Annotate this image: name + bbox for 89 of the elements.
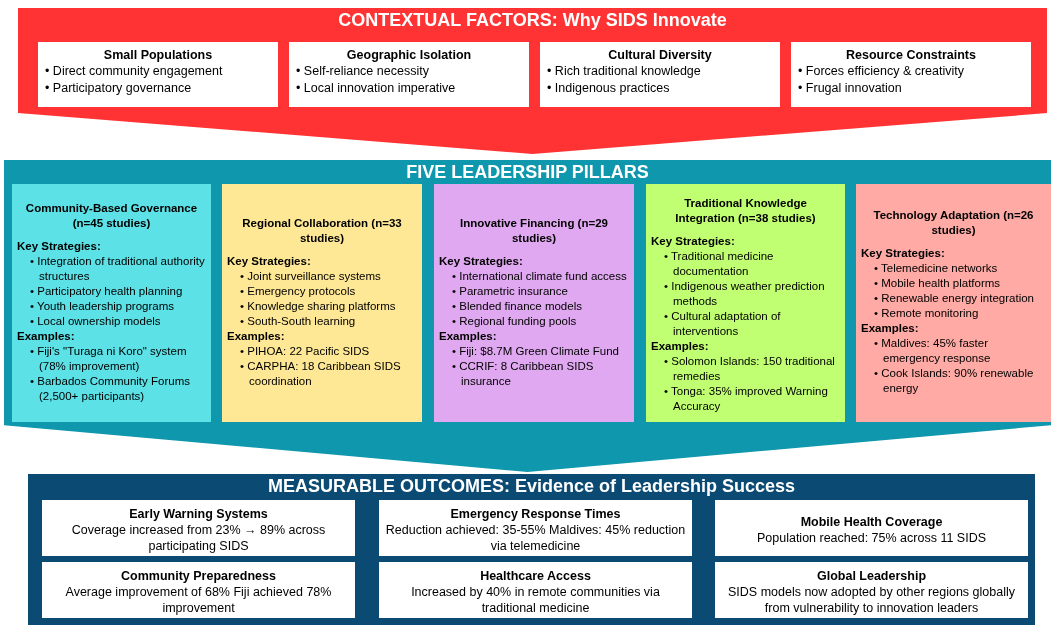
bullet-item: • Participatory health planning xyxy=(30,284,183,297)
bullet-item: • Youth leadership programs xyxy=(30,299,175,312)
bullet-item: • CCRIF: 8 Caribbean SIDS insurance xyxy=(452,359,594,387)
band-title: MEASURABLE OUTCOMES: Evidence of Leadership Success xyxy=(267,475,796,497)
card-heading: Community-Based Governance (n=45 studies) xyxy=(25,200,198,231)
card-heading: Cultural Diversity xyxy=(608,47,712,63)
bullet-item: • Participatory governance xyxy=(45,81,192,95)
bullet-item: • Fiji: $8.7M Green Climate Fund xyxy=(452,344,619,357)
bullet-item: • CARPHA: 18 Caribbean SIDS coordination xyxy=(240,359,401,387)
section-heading: Examples: xyxy=(861,322,919,334)
bullet-item: • Integration of traditional authority structures xyxy=(30,254,205,282)
bullet-item: • Forces efficiency & creativity xyxy=(798,64,964,78)
bullet-item: • Tonga: 35% improved Warning Accuracy xyxy=(664,385,828,412)
bullet-item: • Maldives: 45% faster emergency response xyxy=(874,337,991,364)
pillar-card xyxy=(856,184,1051,422)
outcome-text: Coverage increased from 23% → 89% across participating SIDS xyxy=(70,521,327,554)
card-heading: Emergency Response Times xyxy=(450,505,621,522)
outcome-card xyxy=(379,562,692,618)
bullet-item: • Telemedicine networks xyxy=(874,262,998,274)
card-heading: Geographic Isolation xyxy=(346,47,472,63)
bullet-item: • Local ownership models xyxy=(30,314,161,327)
bullet-item: • Traditional medicine documentation xyxy=(664,250,774,277)
bullet-item: • Local innovation imperative xyxy=(296,81,456,95)
section-heading: Key Strategies: xyxy=(861,247,945,259)
card-heading: Innovative Financing (n=29 studies) xyxy=(459,215,609,246)
card-heading: Resource Constraints xyxy=(846,47,976,63)
bullet-item: • Frugal innovation xyxy=(798,81,902,95)
bullet-item: • Rich traditional knowledge xyxy=(547,64,701,78)
bullet-item: • Direct community engagement xyxy=(45,64,223,78)
band-title: CONTEXTUAL FACTORS: Why SIDS Innovate xyxy=(338,9,727,31)
bullet-item: • Joint surveillance systems xyxy=(240,269,381,282)
outcome-text: SIDS models now adopted by other regions globally from vulnerability to innovation leaders xyxy=(727,583,1016,616)
factor-card xyxy=(540,42,780,107)
card-heading: Healthcare Access xyxy=(480,567,591,584)
chevron-band xyxy=(18,8,1047,154)
outcome-text: Population reached: 75% across 11 SIDS xyxy=(756,529,987,546)
bullet-item: • Renewable energy integration xyxy=(874,292,1035,304)
section-heading: Key Strategies: xyxy=(651,235,735,247)
pillar-card xyxy=(222,184,422,422)
card-heading: Early Warning Systems xyxy=(129,505,268,522)
bullet-item: • Cultural adaptation of interventions xyxy=(664,310,781,337)
section-panel xyxy=(28,474,1035,625)
section-heading: Key Strategies: xyxy=(17,239,101,252)
bullet-item: • Blended finance models xyxy=(452,299,582,312)
card-heading: Technology Adaptation (n=26 studies) xyxy=(872,208,1035,238)
outcome-text: Average improvement of 68% Fiji achieved 78% improvement xyxy=(64,583,333,616)
outcome-card xyxy=(715,562,1028,618)
bullet-item: • International climate fund access xyxy=(452,269,627,282)
factor-card xyxy=(791,42,1031,107)
outcome-card xyxy=(715,500,1028,556)
bullet-item: • Barbados Community Forums (2,500+ participants) xyxy=(30,374,190,402)
card-heading: Global Leadership xyxy=(816,567,927,584)
bullet-item: • South-South learning xyxy=(240,314,356,327)
pillar-card xyxy=(434,184,634,422)
bullet-item: • Knowledge sharing platforms xyxy=(240,299,396,312)
factor-card xyxy=(38,42,278,107)
outcome-text: Reduction achieved: 35-55% Maldives: 45% reduction via telemedicine xyxy=(385,521,686,554)
section-heading: Examples: xyxy=(439,329,497,342)
factor-card xyxy=(289,42,529,107)
section-heading: Key Strategies: xyxy=(227,254,311,267)
section-heading: Key Strategies: xyxy=(439,254,523,267)
outcome-text: Increased by 40% in remote communities via traditional medicine xyxy=(410,583,661,616)
pillar-card xyxy=(12,184,211,422)
bullet-item: • Fiji's "Turaga ni Koro" system (78% improvement) xyxy=(30,344,187,372)
card-heading: Small Populations xyxy=(103,47,213,63)
bullet-item: • Self-reliance necessity xyxy=(296,64,429,78)
bullet-item: • Indigenous practices xyxy=(547,81,670,95)
card-heading: Regional Collaboration (n=33 studies) xyxy=(241,215,403,246)
bullet-item: • Regional funding pools xyxy=(452,314,577,327)
bullet-item: • Indigenous weather prediction methods xyxy=(664,280,825,307)
outcome-card xyxy=(42,562,355,618)
bullet-item: • Remote monitoring xyxy=(874,307,979,319)
section-heading: Examples: xyxy=(17,329,75,342)
pillar-card xyxy=(646,184,845,422)
bullet-item: • Emergency protocols xyxy=(240,284,356,297)
chevron-band xyxy=(4,160,1051,472)
bullet-item: • Mobile health platforms xyxy=(874,277,1001,289)
band-title: FIVE LEADERSHIP PILLARS xyxy=(406,161,649,183)
card-heading: Mobile Health Coverage xyxy=(800,513,943,530)
bullet-item: • Cook Islands: 90% renewable energy xyxy=(874,367,1034,394)
outcome-card xyxy=(379,500,692,556)
outcome-card xyxy=(42,500,355,556)
bullet-item: • Solomon Islands: 150 traditional remedies xyxy=(664,355,835,382)
section-heading: Examples: xyxy=(227,329,285,342)
section-heading: Examples: xyxy=(651,340,709,352)
card-heading: Traditional Knowledge Integration (n=38 studies) xyxy=(674,196,817,226)
card-heading: Community Preparedness xyxy=(121,567,276,584)
bullet-item: • Parametric insurance xyxy=(452,284,568,297)
bullet-item: • PIHOA: 22 Pacific SIDS xyxy=(240,344,370,357)
